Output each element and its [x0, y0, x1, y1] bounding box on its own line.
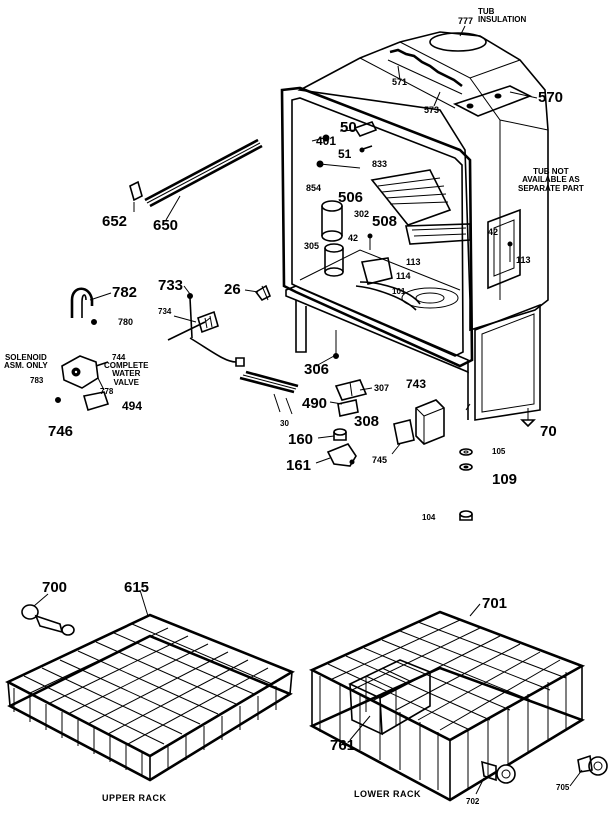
part-label: 26: [224, 281, 241, 298]
part-label: 783: [30, 376, 44, 385]
part-label: 650: [153, 217, 179, 234]
part-label: 51: [338, 147, 352, 161]
part-label: 782: [112, 284, 138, 301]
note-tub-not-available: TUB NOT AVAILABLE AS SEPARATE PART: [518, 167, 584, 193]
part-label: 701: [482, 595, 508, 612]
part-label: 308: [354, 413, 380, 430]
part-label: 702: [466, 797, 480, 806]
part-label: 780: [118, 317, 134, 327]
part-label: 70: [540, 423, 557, 440]
part-label: 161: [286, 457, 312, 474]
part-label: 105: [492, 447, 506, 456]
part-label: 833: [372, 159, 388, 169]
part-label: 508: [372, 213, 398, 230]
part-label: 705: [556, 783, 570, 792]
part-label: 305: [304, 241, 320, 251]
part-label: 573: [424, 105, 440, 115]
note-complete-valve: COMPLETE WATER VALVE: [104, 361, 149, 387]
caption-lower-rack: LOWER RACK: [354, 789, 421, 799]
note-tub-insulation: TUB INSULATION: [478, 7, 527, 25]
part-label: 50: [340, 119, 357, 136]
part-label: 746: [48, 423, 74, 440]
leader-lines: [33, 25, 583, 795]
fill-tube-assembly: [167, 284, 272, 367]
part-label: 302: [354, 209, 370, 219]
part-label: 160: [288, 431, 314, 448]
part-label: 113: [516, 255, 531, 265]
part-label: 743: [406, 377, 427, 391]
part-label: 570: [538, 89, 564, 106]
part-label: 494: [122, 399, 143, 413]
lower-components: [333, 330, 373, 417]
part-label: 700: [42, 579, 68, 596]
inlet-hose: [70, 287, 97, 325]
water-valve: [55, 355, 110, 411]
part-label: 307: [374, 383, 390, 393]
part-label: 42: [488, 227, 499, 237]
part-label: 777: [458, 16, 474, 26]
heating-element: [239, 370, 299, 415]
part-label: 778: [100, 387, 114, 396]
part-label: 109: [492, 471, 518, 488]
part-label: 854: [306, 183, 322, 193]
part-label: 761: [330, 737, 356, 754]
part-label: 104: [422, 513, 436, 522]
part-label: 401: [316, 134, 337, 148]
part-label: 30: [280, 419, 289, 428]
tub-assembly: [280, 31, 549, 421]
part-label: 114: [396, 271, 411, 281]
part-label: 652: [102, 213, 128, 230]
upper-rack: [5, 604, 295, 782]
part-label: 306: [304, 361, 330, 378]
part-label: 490: [302, 395, 328, 412]
part-label: 744: [112, 353, 126, 362]
part-label: 734: [158, 307, 172, 316]
door-seal-gasket: [129, 138, 263, 208]
part-label: 113: [406, 257, 421, 267]
caption-upper-rack: UPPER RACK: [102, 793, 167, 803]
note-solenoid: SOLENOID ASM. ONLY: [4, 353, 48, 371]
part-label: 615: [124, 579, 150, 596]
float-switch: [326, 428, 357, 467]
part-label: 101: [392, 287, 406, 296]
part-label: 42: [348, 233, 359, 243]
part-label: 506: [338, 189, 364, 206]
part-label: 733: [158, 277, 184, 294]
switch-box: [391, 399, 445, 455]
leg-hardware: [459, 408, 536, 521]
part-label: 745: [372, 455, 388, 465]
part-label: 571: [392, 77, 408, 87]
lower-rack: [308, 610, 608, 802]
